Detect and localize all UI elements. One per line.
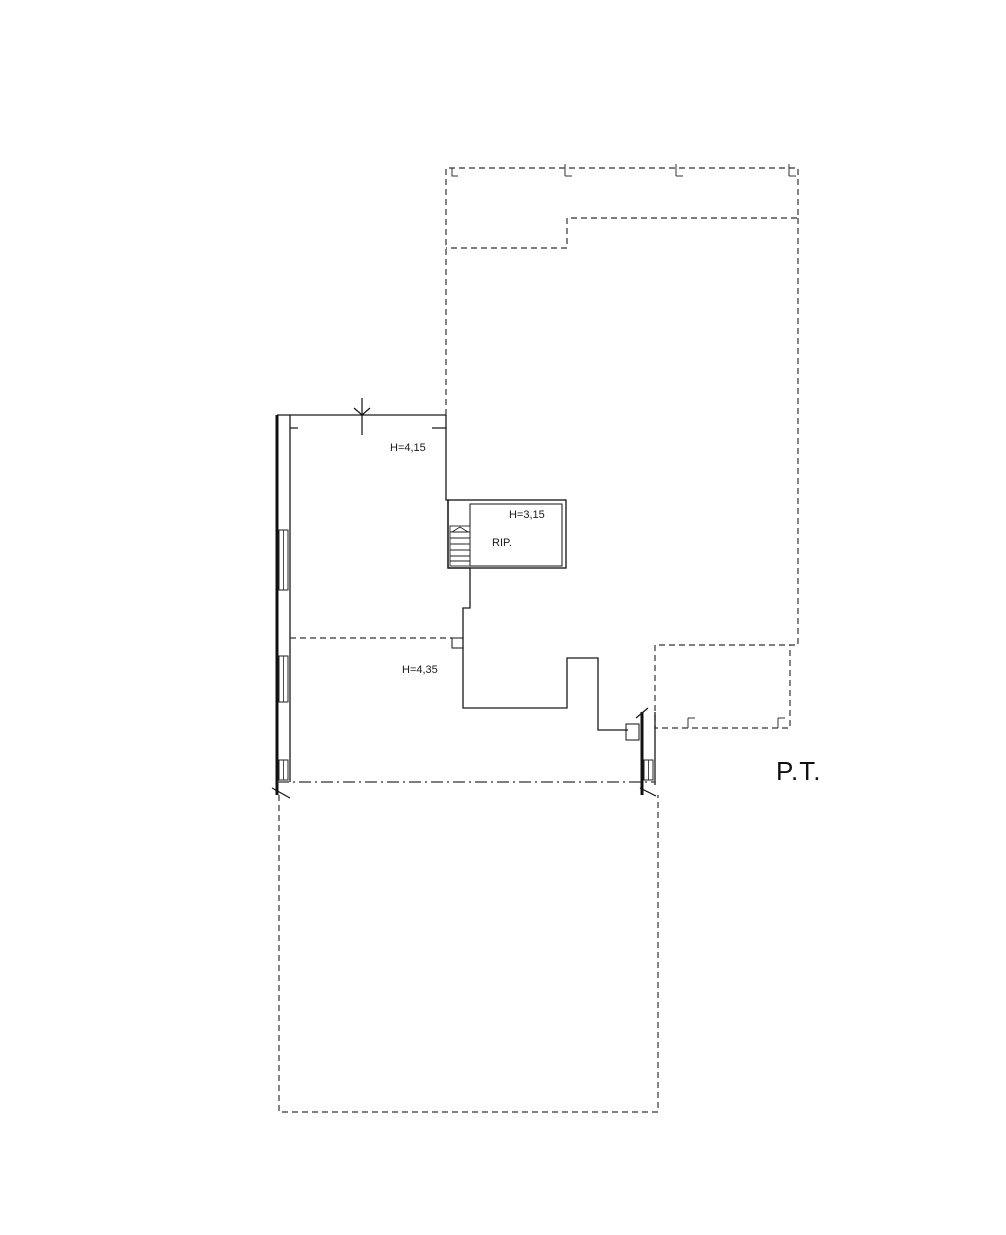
storage-room	[447, 499, 567, 569]
height-label-lower: H=4,35	[402, 664, 438, 676]
boundary-ticks	[451, 164, 796, 728]
pillar	[625, 723, 640, 741]
floor-label: P.T.	[776, 756, 821, 786]
storage-room-label: RIP.	[492, 537, 512, 549]
window-set	[278, 529, 654, 781]
lower-courtyard-outline	[278, 795, 659, 1113]
column-stub	[451, 637, 464, 649]
corner-mark	[271, 787, 657, 799]
adjacent-area-outline	[445, 167, 799, 415]
lower-room-wall	[462, 640, 628, 731]
top-inner-wall	[290, 415, 447, 429]
height-label-storage: H=3,15	[509, 509, 545, 521]
adjacent-area-right-edge	[654, 218, 799, 729]
entrance-marker	[353, 398, 371, 435]
right-inner-wall	[635, 707, 656, 785]
height-label-main: H=4,15	[390, 442, 426, 454]
stair-icon	[449, 525, 471, 567]
